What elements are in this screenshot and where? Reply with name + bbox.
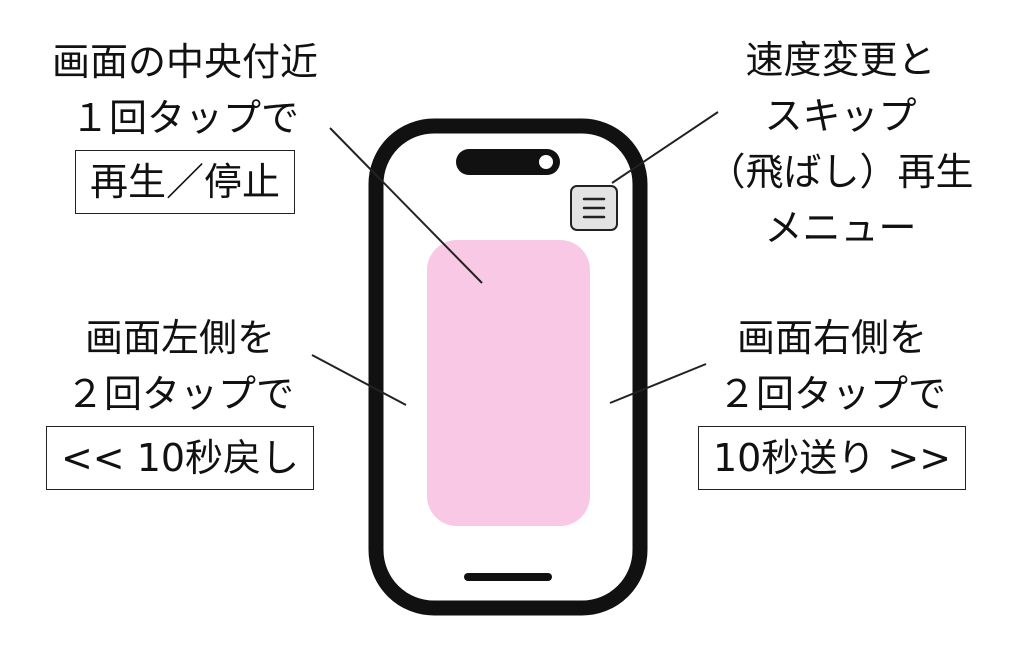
menu-line-4: メニュー <box>764 206 917 250</box>
right-leader-line <box>609 363 707 404</box>
left-tap-line-1: 画面左側を <box>84 316 275 360</box>
hamburger-menu-icon <box>582 197 606 219</box>
center-tap-label: 画面の中央付近 １回タップで 再生／停止 <box>20 34 350 214</box>
right-double-tap-label: 画面右側を ２回タップで 10秒送り >> <box>672 310 992 490</box>
center-tap-line-2: １回タップで <box>70 96 299 140</box>
center-leader-line <box>329 127 483 284</box>
forward-action-box: 10秒送り >> <box>697 426 967 490</box>
menu-line-2: スキップ <box>764 94 917 138</box>
rewind-action-box: << 10秒戻し <box>45 426 315 490</box>
play-pause-action-box: 再生／停止 <box>74 150 295 214</box>
menu-leader-line <box>611 111 719 184</box>
menu-label: 速度変更と スキップ （飛ばし）再生 メニュー <box>688 32 993 256</box>
menu-line-1: 速度変更と <box>745 38 936 82</box>
video-area[interactable] <box>427 240 590 526</box>
left-leader-line <box>311 354 407 406</box>
home-indicator <box>464 573 552 581</box>
camera-notch <box>456 149 560 175</box>
menu-line-3: （飛ばし）再生 <box>707 150 974 194</box>
left-double-tap-label: 画面左側を ２回タップで << 10秒戻し <box>20 310 340 490</box>
right-tap-line-2: ２回タップで <box>717 372 946 416</box>
right-tap-line-1: 画面右側を <box>736 316 927 360</box>
left-tap-line-2: ２回タップで <box>65 372 294 416</box>
center-tap-line-1: 画面の中央付近 <box>51 40 318 84</box>
camera-lens <box>539 155 553 169</box>
